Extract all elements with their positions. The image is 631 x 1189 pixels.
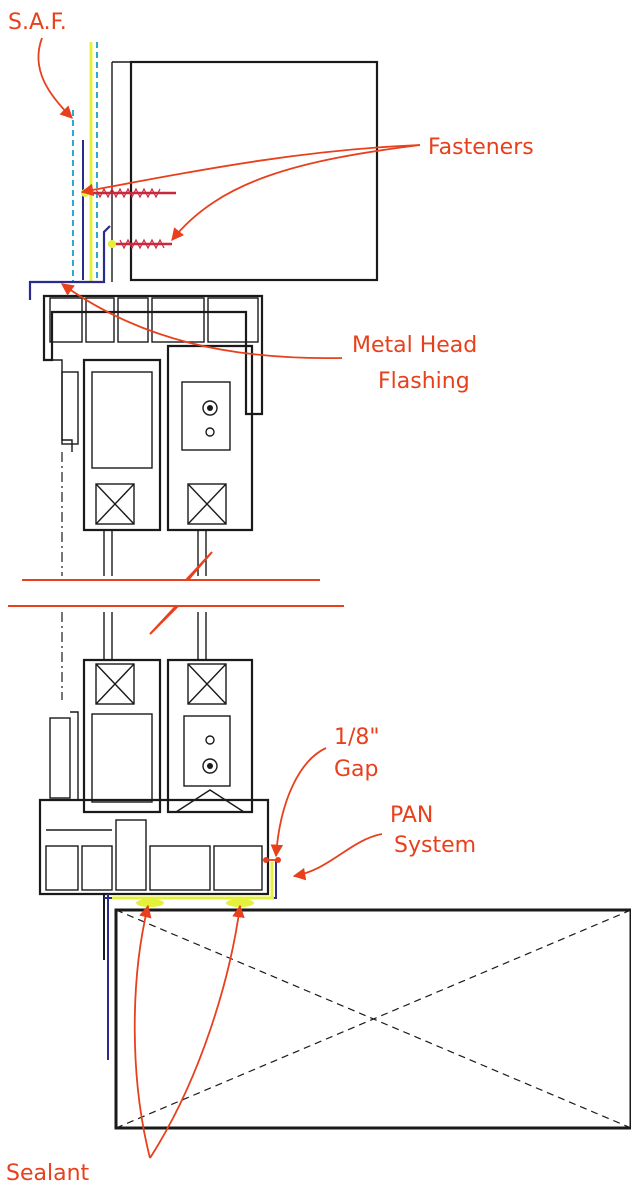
head-frame-extrusion xyxy=(42,294,264,576)
pan-label-line1: PAN xyxy=(390,803,433,828)
flashing-label-line2: Flashing xyxy=(378,369,470,394)
head-framing-block xyxy=(111,60,379,282)
fasteners-leader-lower xyxy=(171,144,421,241)
sealant-label: Sealant xyxy=(6,1161,90,1186)
fastener-lower xyxy=(108,238,172,250)
pan-leader xyxy=(292,833,383,881)
sill-framing-block xyxy=(114,908,631,1130)
break-line xyxy=(8,551,344,635)
sealant-beads xyxy=(136,899,254,907)
saf-membrane xyxy=(72,42,98,282)
sealant-leader-2 xyxy=(149,904,245,1159)
sealant-leader-1 xyxy=(133,904,152,1159)
fasteners-label: Fasteners xyxy=(428,135,534,160)
flashing-label-line1: Metal Head xyxy=(352,333,477,358)
gap-leader xyxy=(270,747,327,858)
saf-label: S.A.F. xyxy=(8,10,67,35)
fasteners-leader-upper xyxy=(80,144,421,197)
pan-label-line2: System xyxy=(394,833,476,858)
gap-label-line1: 1/8" xyxy=(334,725,380,750)
flashing-leader xyxy=(60,283,343,360)
saf-leader xyxy=(37,37,73,119)
gap-label-line2: Gap xyxy=(334,757,379,782)
sill-frame-extrusion xyxy=(38,612,270,896)
gap-marker xyxy=(263,857,281,863)
metal-head-flashing xyxy=(28,225,111,300)
pan-system xyxy=(104,860,277,900)
sill-flashing-leg xyxy=(103,894,109,1060)
